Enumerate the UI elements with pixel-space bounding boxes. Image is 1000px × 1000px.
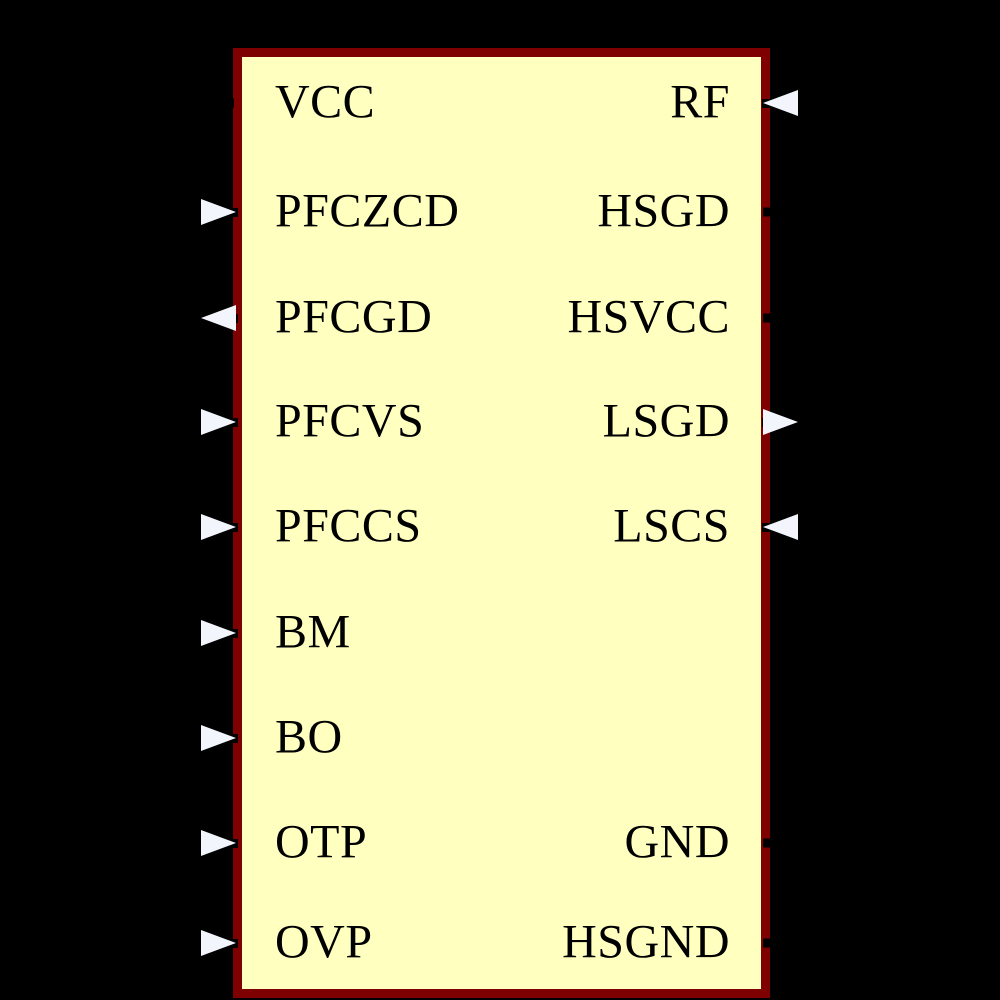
pfcgd-output-arrow-icon (201, 305, 236, 331)
pin-label-hsgd: HSGD (597, 184, 730, 238)
pfcvs-input-arrow-icon (201, 409, 236, 435)
vcc-pin-stub (221, 98, 234, 108)
bm-input-arrow-icon (201, 620, 236, 646)
pin-label-bm: BM (275, 605, 351, 659)
pin-label-pfcgd: PFCGD (275, 290, 433, 344)
hsgd-pin-stub (763, 207, 776, 217)
hsgnd-pin-stub (763, 938, 776, 948)
pin-label-ovp: OVP (275, 915, 373, 969)
pin-label-lsgd: LSGD (602, 394, 730, 448)
pin-label-rf: RF (670, 75, 730, 129)
pin-label-hsvcc: HSVCC (567, 290, 730, 344)
ovp-input-arrow-icon (201, 930, 236, 956)
pin-label-hsgnd: HSGND (562, 915, 730, 969)
pin-label-pfcvs: PFCVS (275, 394, 425, 448)
pin-label-pfczcd: PFCZCD (275, 184, 460, 238)
pfccs-input-arrow-icon (201, 514, 236, 540)
pfczcd-input-arrow-icon (201, 199, 236, 225)
pin-label-bo: BO (275, 710, 343, 764)
gnd-pin-stub (763, 838, 776, 848)
hsvcc-pin-stub (763, 313, 776, 323)
pin-label-otp: OTP (275, 815, 368, 869)
lsgd-output-arrow-icon (763, 409, 798, 435)
bo-input-arrow-icon (201, 725, 236, 751)
pin-label-vcc: VCC (275, 75, 376, 129)
otp-input-arrow-icon (201, 830, 236, 856)
pin-label-lscs: LSCS (613, 499, 730, 553)
pin-label-gnd: GND (624, 815, 730, 869)
pin-label-pfccs: PFCCS (275, 499, 422, 553)
